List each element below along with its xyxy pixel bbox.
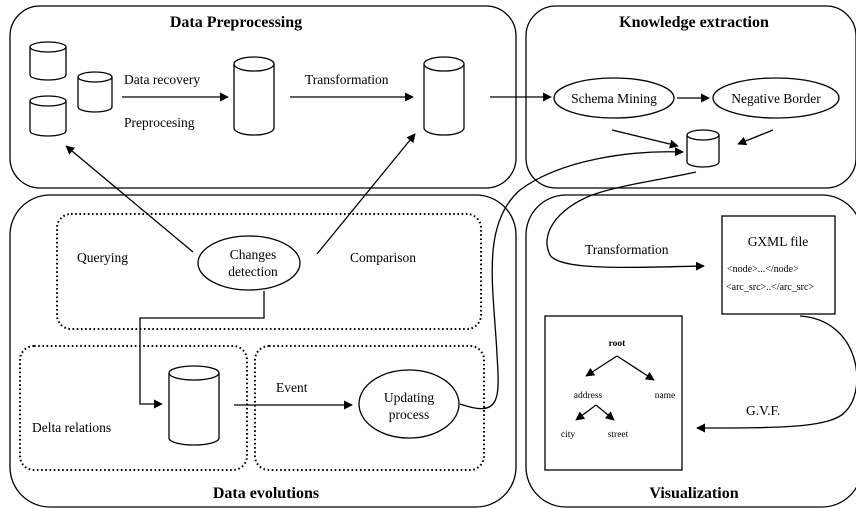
querying-label: Querying	[77, 250, 128, 265]
querying-arrow	[65, 145, 194, 253]
negative-border-node	[712, 77, 840, 119]
comparison-label: Comparison	[350, 250, 416, 265]
data-evolutions-title: Data evolutions	[213, 485, 319, 502]
changes-detection-node	[197, 235, 301, 291]
updating-process-node	[358, 369, 460, 439]
knowledge-db-cylinder	[686, 129, 720, 168]
schema-mining-label: Schema Mining	[571, 91, 657, 106]
data-preprocessing-title: Data Preprocessing	[170, 14, 302, 31]
changes-to-delta-arrow	[139, 291, 265, 409]
data-recovery-label: Data recovery	[124, 72, 200, 87]
source-db-cylinder-3	[77, 71, 113, 113]
schema-mining-node	[553, 77, 675, 119]
updating-process-label-1: Updating	[384, 390, 434, 405]
source-db-cylinder-2	[29, 95, 67, 137]
gvf-arrow	[696, 315, 856, 433]
recovered-db-cylinder	[233, 56, 275, 136]
gxml-arc-line: <arc_src>..</arc_src>	[726, 282, 814, 293]
tree-root-label: root	[609, 339, 627, 349]
tree-address-label: address	[574, 391, 603, 401]
tree-edge-address-street	[595, 404, 615, 421]
changes-detection-label-2: detection	[228, 264, 278, 279]
changes-detection-group	[56, 213, 482, 330]
delta-relations-label: Delta relations	[32, 420, 111, 435]
transformation-top-label: Transformation	[305, 72, 389, 87]
comparison-arrow	[316, 133, 416, 255]
mining-to-db-arrow	[611, 129, 679, 149]
transformation-vis-label: Transformation	[585, 242, 669, 257]
tree-city-label: city	[561, 430, 575, 440]
tree-name-label: name	[655, 391, 676, 401]
tree-edge-root-name	[616, 355, 655, 381]
source-db-cylinder-1	[29, 41, 67, 81]
transformed-db-cylinder	[423, 56, 465, 136]
visualization-title: Visualization	[649, 485, 738, 502]
update-to-knowledge-arrow	[459, 147, 684, 410]
knowledge-extraction-title: Knowledge extraction	[619, 14, 769, 31]
negative-border-label: Negative Border	[731, 91, 821, 106]
gxml-file-title: GXML file	[748, 234, 809, 249]
gxml-node-line: <node>...</node>	[727, 264, 799, 275]
delta-relations-group	[19, 345, 248, 471]
tree-edge-address-city	[575, 404, 597, 421]
changes-detection-label-1: Changes	[230, 247, 277, 262]
tree-street-label: street	[608, 430, 629, 440]
border-to-db-arrow	[737, 129, 774, 146]
updating-process-label-2: process	[389, 407, 430, 422]
gxml-file-box	[721, 215, 836, 315]
tree-view-box	[544, 315, 683, 471]
transformation-vis-arrow	[546, 171, 705, 271]
updating-process-group	[254, 345, 485, 471]
preprocesing-label: Preprocesing	[124, 115, 195, 130]
event-label: Event	[276, 380, 308, 395]
delta-relations-cylinder	[168, 365, 220, 446]
gvf-label: G.V.F.	[746, 403, 780, 418]
tree-edge-root-address	[585, 355, 618, 377]
